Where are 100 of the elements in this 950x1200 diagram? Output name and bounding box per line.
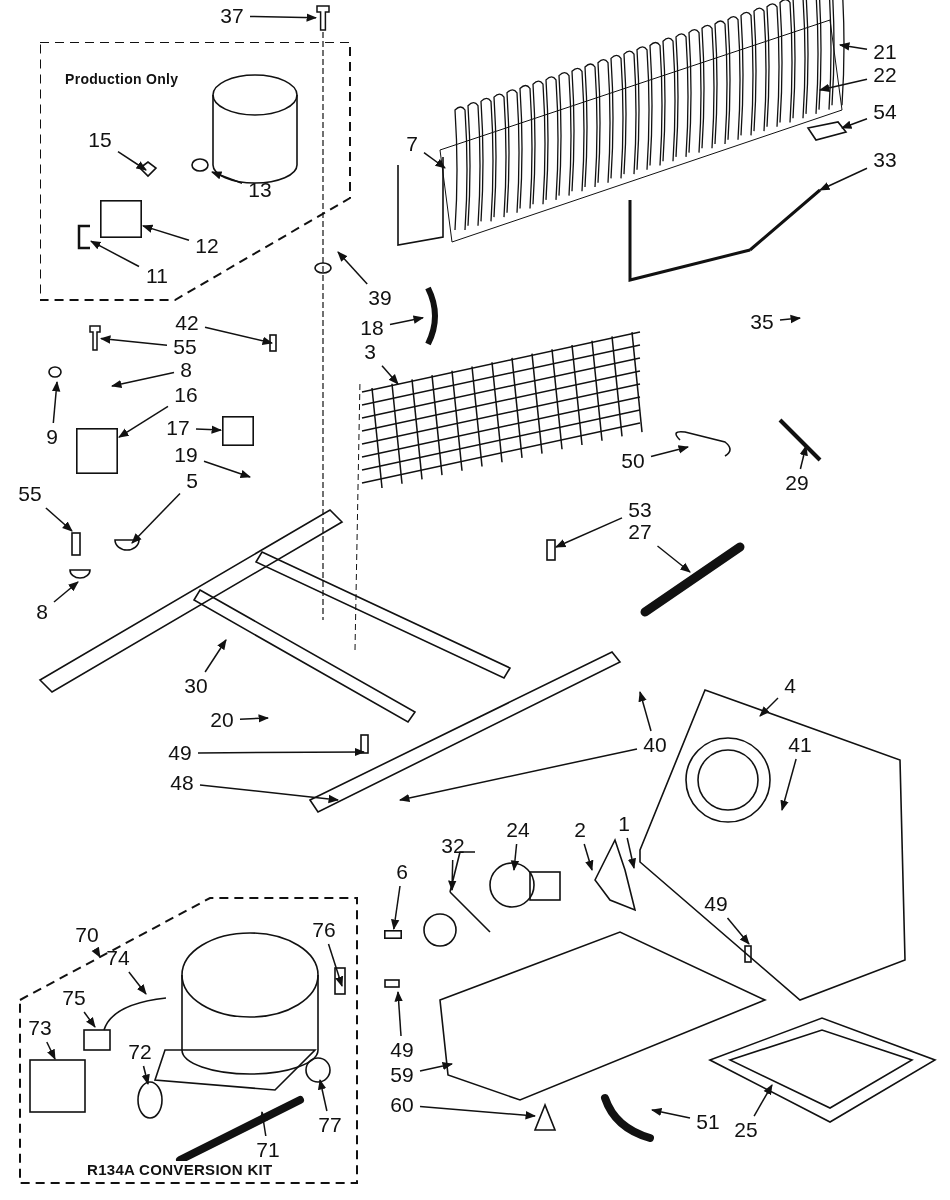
- dashed-group-outline: [40, 42, 352, 302]
- callout-number: 8: [34, 601, 50, 623]
- leader-line: [780, 758, 797, 811]
- callout-number: 19: [172, 444, 200, 466]
- screw-drawing: [90, 326, 100, 350]
- leader-line: [118, 405, 169, 438]
- callout-number: 49: [702, 893, 730, 915]
- callout-number: 51: [694, 1111, 722, 1133]
- leader-line: [83, 1011, 96, 1028]
- callout-number: 54: [871, 101, 899, 123]
- callout-number: 8: [178, 359, 194, 381]
- relay-drawing: [100, 200, 142, 238]
- leader-line: [753, 1084, 773, 1117]
- leader-line: [117, 150, 147, 171]
- leader-line: [389, 315, 425, 326]
- callout-number: 48: [168, 772, 196, 794]
- dashed-group-outline: [18, 896, 360, 1186]
- leader-line: [391, 885, 401, 931]
- callout-number: 7: [404, 133, 420, 155]
- leader-line: [337, 251, 368, 285]
- leader-line: [53, 581, 79, 603]
- leader-line: [249, 13, 318, 22]
- leader-line: [419, 1105, 537, 1120]
- callout-number: 71: [254, 1139, 282, 1161]
- callout-number: 11: [143, 265, 171, 287]
- leader-line: [726, 917, 750, 945]
- leader-line: [211, 171, 243, 185]
- hose-drawing: [424, 288, 440, 344]
- callout-number: 35: [748, 311, 776, 333]
- callout-number: 70: [73, 924, 101, 946]
- leader-line: [142, 224, 190, 242]
- leader-line: [45, 507, 73, 532]
- leader-line: [239, 714, 270, 723]
- leader-line: [819, 167, 868, 191]
- leader-line: [838, 42, 868, 51]
- callout-number: 50: [619, 450, 647, 472]
- leader-line: [381, 364, 399, 385]
- callout-number: 22: [871, 64, 899, 86]
- leader-line: [99, 335, 168, 346]
- leader-line: [555, 517, 623, 548]
- leader-line: [419, 1061, 454, 1072]
- leader-line: [90, 240, 140, 268]
- callout-number: 25: [732, 1119, 760, 1141]
- leader-line: [204, 639, 227, 673]
- callout-number: 73: [26, 1017, 54, 1039]
- leader-line: [398, 748, 638, 803]
- callout-number: 40: [641, 734, 669, 756]
- plug-drawing: [76, 428, 118, 474]
- leader-line: [141, 1065, 150, 1085]
- leader-line: [131, 492, 181, 544]
- callout-number: 4: [782, 675, 798, 697]
- callout-number: 13: [246, 179, 274, 201]
- callout-number: 37: [218, 5, 246, 27]
- leader-line: [91, 946, 101, 958]
- callout-number: 5: [184, 470, 200, 492]
- callout-number: 49: [166, 742, 194, 764]
- callout-number: 75: [60, 987, 88, 1009]
- callout-number: 59: [388, 1064, 416, 1086]
- callout-number: 17: [164, 417, 192, 439]
- leader-line: [650, 445, 689, 458]
- leader-line: [327, 943, 344, 987]
- callout-number: 33: [871, 149, 899, 171]
- callout-number: 16: [172, 384, 200, 406]
- leader-line: [583, 843, 594, 871]
- leader-line: [110, 371, 175, 389]
- callout-number: 20: [208, 709, 236, 731]
- callout-number: 1: [616, 813, 632, 835]
- leader-line: [46, 1041, 56, 1060]
- callout-number: 76: [310, 919, 338, 941]
- leader-line: [650, 1107, 691, 1119]
- leader-line: [638, 691, 652, 732]
- callout-number: 41: [786, 734, 814, 756]
- leader-line: [779, 314, 802, 324]
- clip-drawing: [76, 224, 90, 250]
- leader-line: [317, 1079, 328, 1112]
- leader-line: [841, 117, 868, 129]
- leader-line: [197, 747, 366, 757]
- callout-number: 74: [104, 947, 132, 969]
- callout-number: 12: [193, 235, 221, 257]
- callout-number: 72: [126, 1041, 154, 1063]
- callout-number: 15: [86, 129, 114, 151]
- callout-number: 42: [173, 312, 201, 334]
- leader-line: [799, 445, 808, 470]
- callout-number: 6: [394, 861, 410, 883]
- callout-number: 30: [182, 675, 210, 697]
- callout-number: 60: [388, 1094, 416, 1116]
- callout-number: 21: [871, 41, 899, 63]
- leader-line: [195, 425, 223, 434]
- callout-number: 24: [504, 819, 532, 841]
- leader-line: [423, 151, 446, 169]
- callout-number: 18: [358, 317, 386, 339]
- callout-number: 55: [171, 336, 199, 358]
- leader-line: [510, 843, 520, 872]
- callout-number: 2: [572, 819, 588, 841]
- leader-line: [656, 545, 691, 573]
- callout-number: 77: [316, 1114, 344, 1136]
- callout-number: 9: [44, 426, 60, 448]
- callout-number: 3: [362, 341, 378, 363]
- callout-number: 53: [626, 499, 654, 521]
- screw-drawing: [317, 6, 329, 30]
